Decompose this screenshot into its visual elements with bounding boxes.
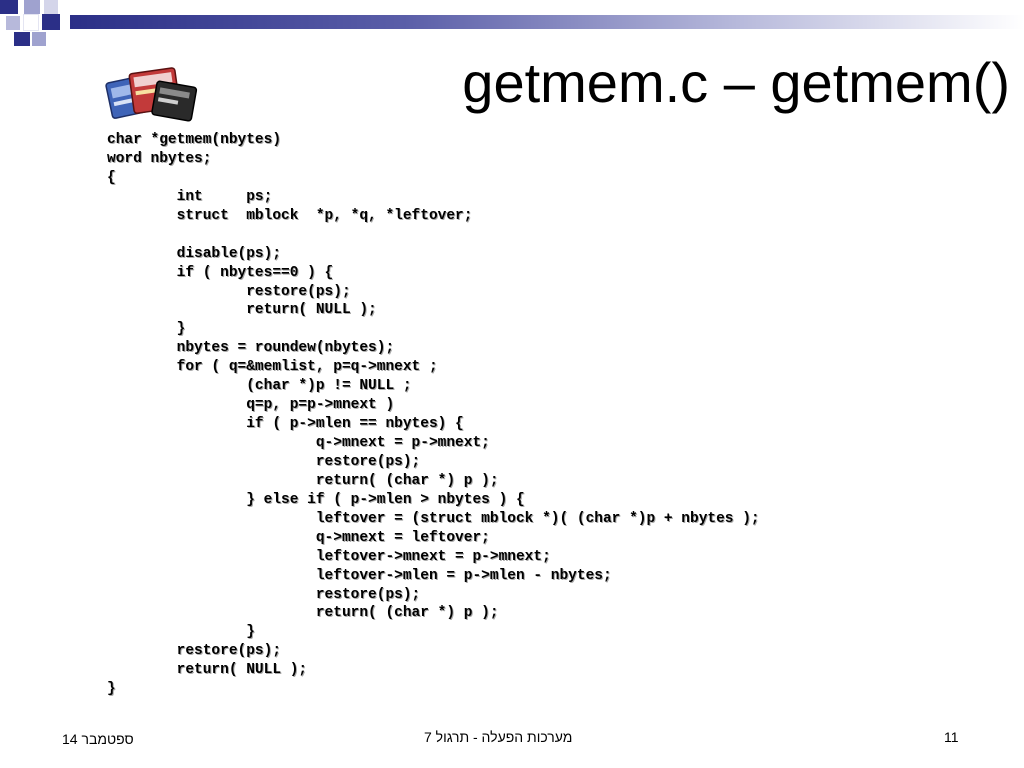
decor-square — [23, 14, 39, 31]
code-line: return( (char *) p ); — [107, 472, 499, 489]
code-line: struct mblock *p, *q, *leftover; — [107, 207, 473, 224]
code-block: char *getmem(nbytes) word nbytes; { int ps… — [107, 131, 907, 699]
code-line — [107, 226, 907, 245]
code-line: disable(ps); — [107, 245, 282, 262]
code-line: for ( q=&memlist, p=q->mnext ; — [107, 359, 438, 376]
code-line: } — [107, 321, 186, 338]
code-line: q->mnext = p->mnext; — [107, 435, 490, 451]
code-line: if ( nbytes==0 ) { — [107, 264, 334, 281]
code-line: word nbytes; — [107, 150, 212, 167]
code-line: restore(ps); — [107, 283, 351, 300]
code-line: if ( p->mlen == nbytes) { — [107, 416, 464, 433]
code-line: restore(ps); — [107, 643, 282, 660]
code-line: q=p, p=p->mnext ) — [107, 397, 395, 414]
code-line: leftover->mnext = p->mnext; — [107, 548, 551, 565]
code-line: q->mnext = leftover; — [107, 529, 490, 546]
memory-cards-icon — [104, 62, 202, 126]
code-line: { — [107, 169, 116, 186]
decor-square — [0, 0, 18, 14]
code-line: nbytes = roundew(nbytes); — [107, 340, 395, 357]
decor-square — [14, 32, 30, 46]
code-line: int ps; — [107, 188, 273, 205]
header-gradient-bar — [70, 15, 1024, 29]
code-line: } — [107, 681, 116, 698]
code-line: leftover = (struct mblock *)( (char *)p … — [107, 510, 760, 527]
code-line: leftover->mlen = p->mlen - nbytes; — [107, 567, 612, 584]
decor-square — [44, 0, 58, 14]
footer-date: ספטמבר 14 — [62, 731, 134, 747]
code-line: return( NULL ); — [107, 302, 377, 319]
slide-title: getmem.c – getmem() — [462, 51, 1010, 114]
decor-square — [24, 0, 40, 14]
footer-page-number: 11 — [944, 729, 959, 745]
code-line: restore(ps); — [107, 586, 421, 603]
code-line: } else if ( p->mlen > nbytes ) { — [107, 491, 525, 508]
code-line: char *getmem(nbytes) — [107, 132, 282, 148]
decor-square — [32, 32, 46, 46]
decor-square — [42, 14, 60, 30]
code-line: restore(ps); — [107, 453, 421, 470]
code-line: return( NULL ); — [107, 662, 308, 679]
decor-square — [6, 16, 20, 30]
code-line: } — [107, 624, 255, 641]
header-decoration — [0, 0, 1024, 48]
code-line: (char *)p != NULL ; — [107, 378, 412, 395]
footer-course-title: מערכות הפעלה - תרגול 7 — [424, 729, 573, 745]
code-line: return( (char *) p ); — [107, 605, 499, 622]
